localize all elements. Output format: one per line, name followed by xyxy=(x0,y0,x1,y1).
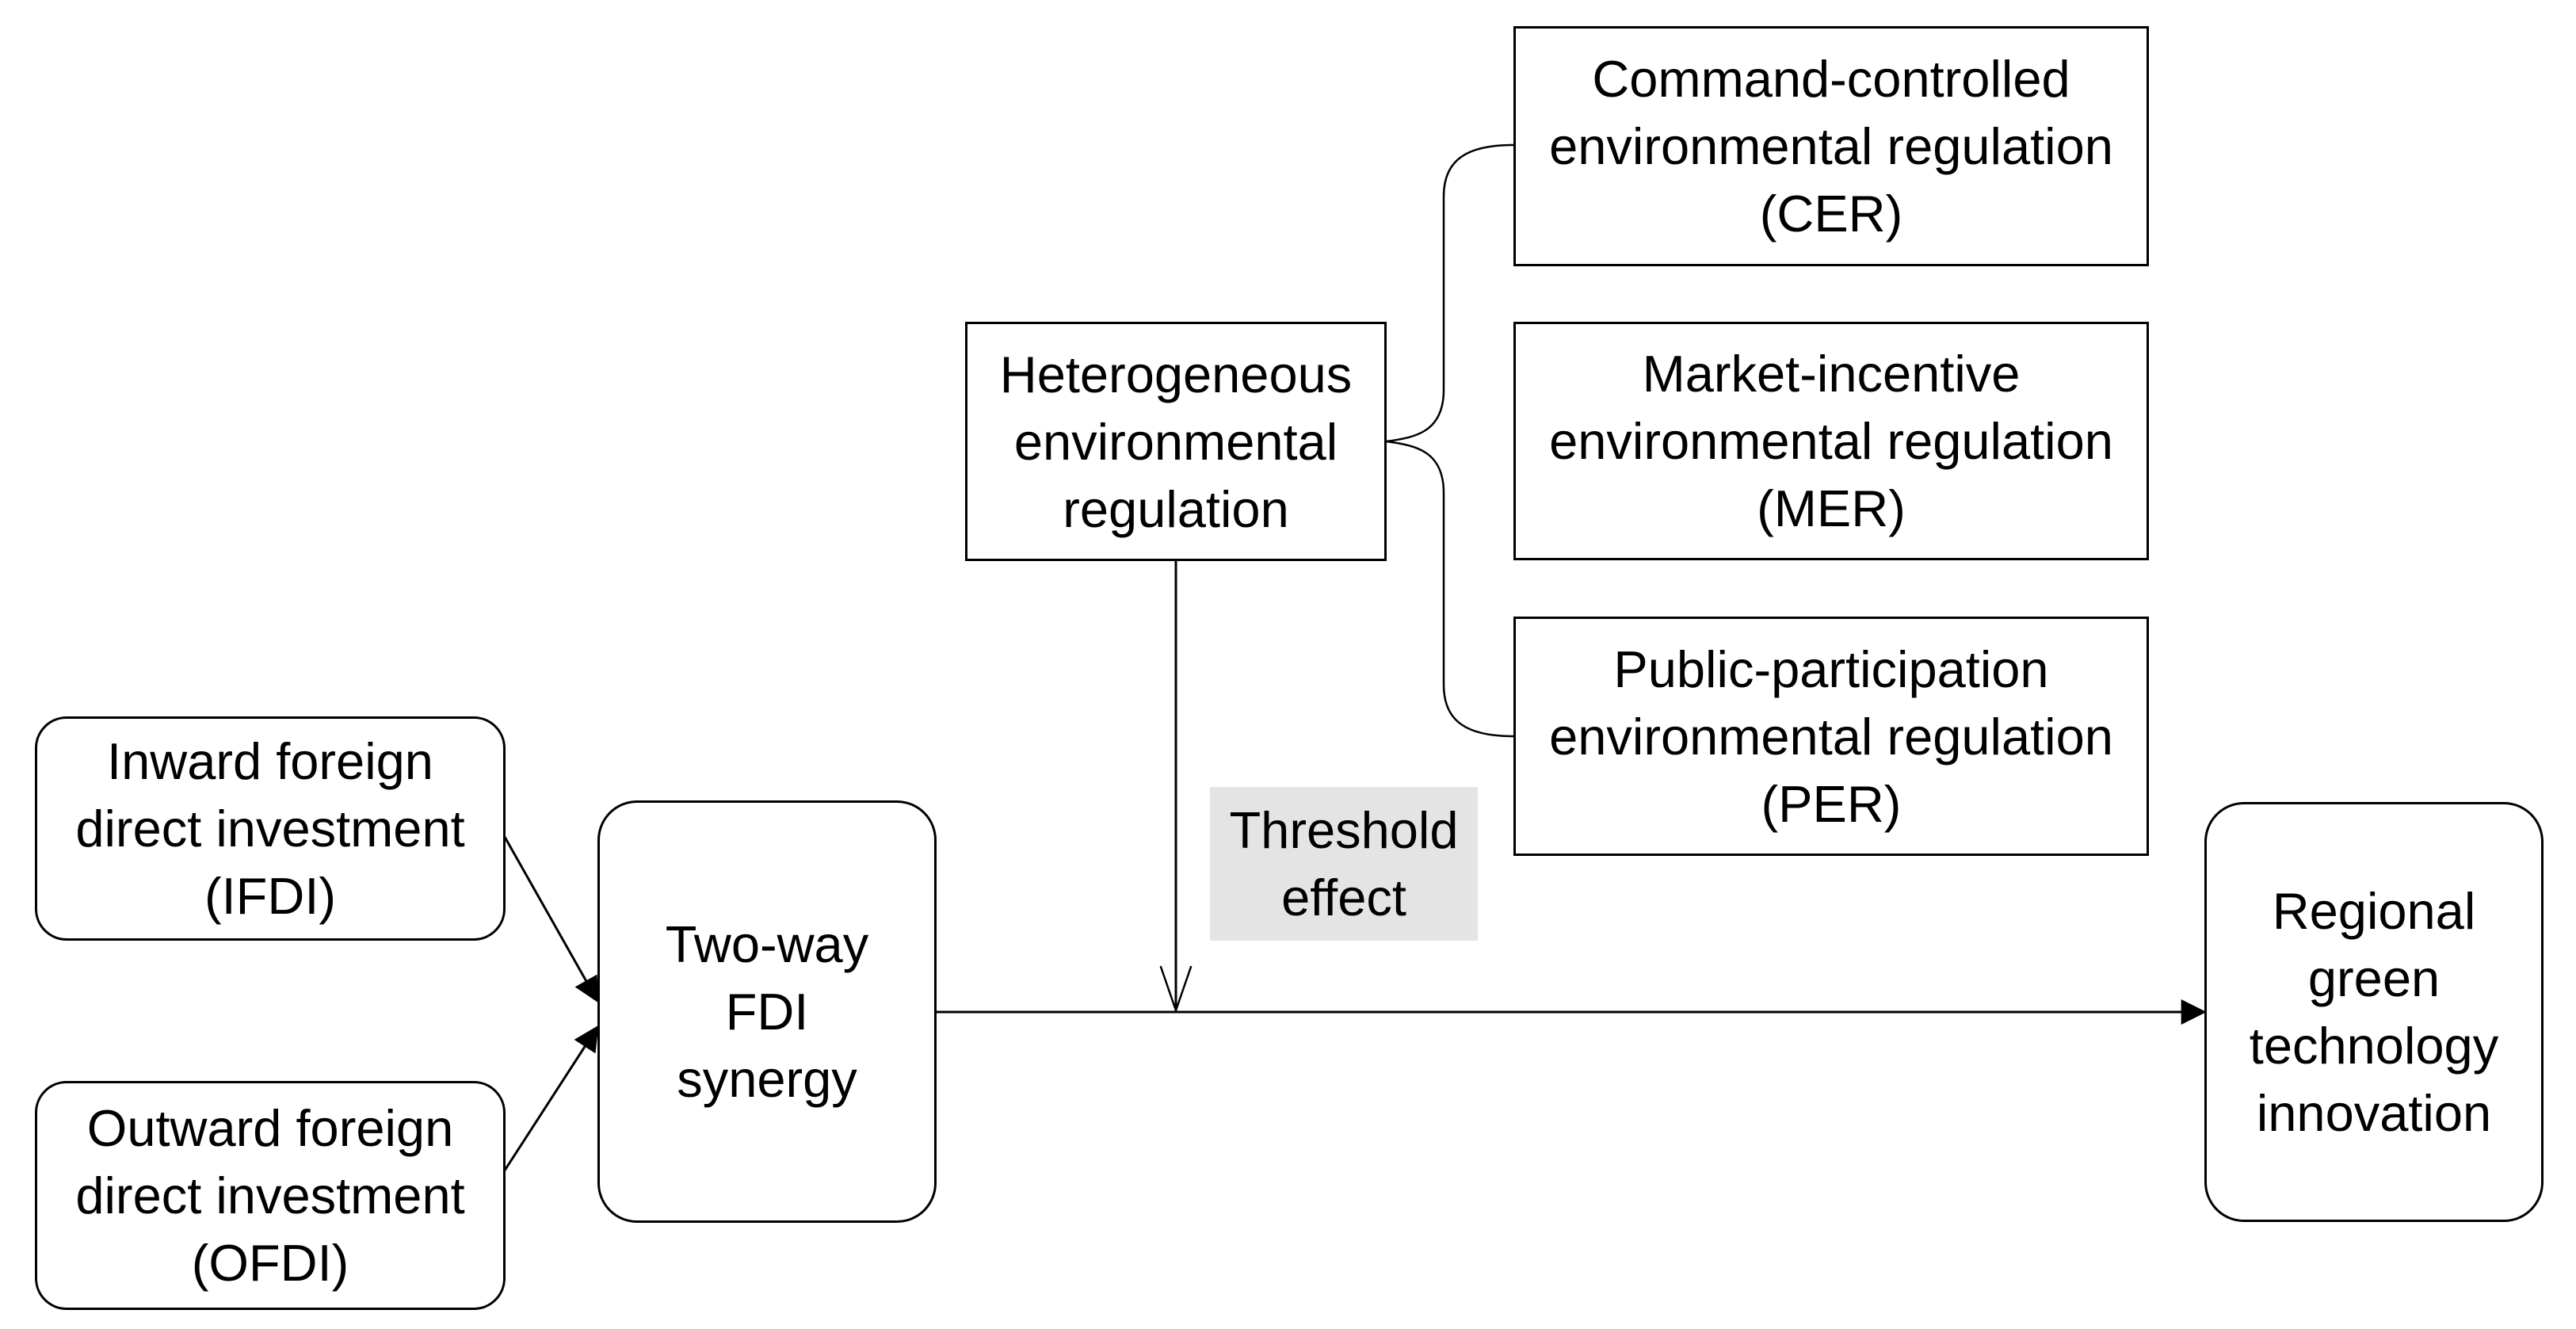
node-text-line: direct investment xyxy=(75,1167,465,1224)
node-text-line: Outward foreign xyxy=(86,1099,454,1157)
node-text-line: environmental xyxy=(1013,412,1338,471)
node-inward-fdi: Inward foreign direct investment (IFDI) xyxy=(35,716,506,941)
arrow-ofdi-to-synergy xyxy=(500,1025,599,1176)
node-regional-green-innovation: Regional green technology innovation xyxy=(2204,802,2544,1222)
node-text-line: green xyxy=(2307,949,2441,1007)
node-text-line: (IFDI) xyxy=(204,867,337,925)
node-outward-fdi: Outward foreign direct investment (OFDI) xyxy=(35,1081,506,1310)
node-text-line: environmental regulation xyxy=(1549,412,2113,470)
node-text-line: Inward foreign xyxy=(107,732,433,790)
node-text-line: Command-controlled xyxy=(1592,50,2070,108)
node-text-line: innovation xyxy=(2256,1084,2492,1142)
label-text-line: Threshold xyxy=(1229,801,1459,859)
node-text-line: Public-participation xyxy=(1613,640,2049,698)
node-two-way-fdi-synergy: Two-way FDI synergy xyxy=(597,800,937,1223)
brace-heterogeneous-to-cer xyxy=(1386,143,1514,443)
open-arrowhead xyxy=(1159,965,1193,1012)
node-text-line: (MER) xyxy=(1757,479,1906,537)
node-text-line: direct investment xyxy=(75,800,465,857)
arrow-ifdi-to-synergy xyxy=(500,831,599,1003)
node-text-line: (PER) xyxy=(1761,774,1902,833)
node-text-line: Two-way xyxy=(665,915,869,973)
node-text-line: regulation xyxy=(1063,479,1289,538)
node-heterogeneous-regulation: Heterogeneous environmental regulation xyxy=(965,322,1387,561)
brace-heterogeneous-to-per xyxy=(1386,440,1514,738)
threshold-effect-label: Threshold effect xyxy=(1210,787,1478,941)
node-cer: Command-controlled environmental regulat… xyxy=(1513,26,2149,266)
node-text-line: technology xyxy=(2249,1017,2499,1075)
node-text-line: environmental regulation xyxy=(1549,117,2113,175)
node-text-line: (OFDI) xyxy=(191,1234,349,1292)
node-text-line: environmental regulation xyxy=(1549,707,2113,766)
node-mer: Market-incentive environmental regulatio… xyxy=(1513,322,2149,560)
label-text-line: effect xyxy=(1281,869,1406,926)
node-text-line: synergy xyxy=(677,1050,857,1108)
node-text-line: (CER) xyxy=(1759,185,1903,243)
node-text-line: Heterogeneous xyxy=(999,345,1353,403)
node-per: Public-participation environmental regul… xyxy=(1513,617,2149,856)
node-text-line: Market-incentive xyxy=(1642,345,2021,403)
node-text-line: FDI xyxy=(725,983,809,1041)
node-text-line: Regional xyxy=(2272,882,2476,940)
